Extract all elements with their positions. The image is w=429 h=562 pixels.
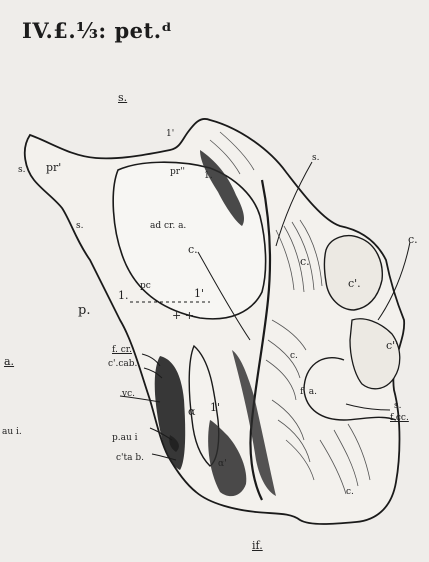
label-fa: f. a.	[300, 388, 317, 397]
label-a-left: a.	[4, 356, 14, 367]
label-i-bottom: if.	[252, 540, 263, 551]
label-l-mid2: 1'	[194, 288, 204, 299]
label-ad-cr: ad cr. a.	[150, 222, 186, 231]
label-alpha: α	[188, 406, 195, 417]
label-pr: pr'	[46, 162, 61, 173]
label-c-right: c.	[408, 234, 418, 245]
label-p-au-i: p.au i	[112, 434, 138, 443]
label-fcc: f.cc.	[390, 414, 409, 423]
label-c-e1: c.	[300, 256, 310, 267]
label-s-small: s.	[76, 222, 83, 231]
label-l-mid: 1.	[118, 290, 129, 301]
label-l-small: 1.	[204, 172, 213, 181]
label-au-i-left: au i.	[2, 428, 22, 437]
label-c-e2: c'.	[348, 278, 361, 289]
label-alpha2: α'	[218, 460, 227, 469]
label-p: p.	[78, 304, 90, 317]
label-f-cr: f. cr.	[112, 346, 132, 355]
label-s-br: s.	[394, 402, 401, 411]
label-s-top: s.	[118, 92, 127, 103]
label-plus-plus: + +	[172, 310, 194, 321]
label-s-dot: s.	[18, 166, 25, 175]
label-c-bottom: c.	[346, 488, 354, 497]
label-c-e3: c''	[386, 340, 398, 351]
label-pr2: pr''	[170, 168, 185, 177]
label-s-right: s.	[312, 154, 319, 163]
label-l-lower: 1'	[210, 402, 220, 413]
label-pc: pc	[140, 282, 151, 291]
label-c-small: c.	[290, 352, 298, 361]
label-c-tab: c'ta b.	[116, 454, 144, 463]
label-c-cab: c'.cab.	[108, 360, 137, 369]
label-c-left: c.	[188, 244, 198, 255]
label-vc: vc.	[122, 390, 135, 399]
label-l-top: 1'	[166, 130, 174, 139]
